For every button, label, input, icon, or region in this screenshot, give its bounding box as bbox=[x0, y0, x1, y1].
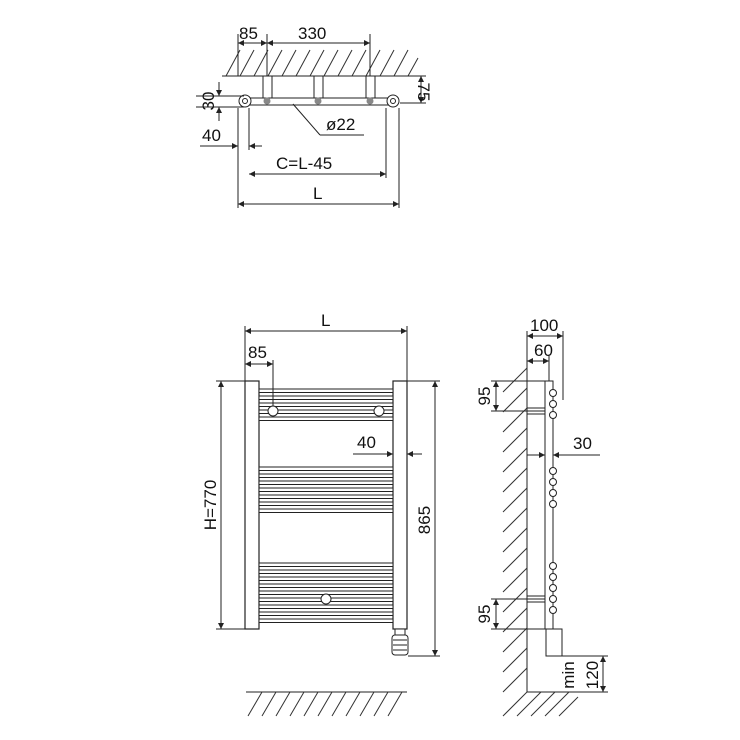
front-bar-group-bottom bbox=[258, 562, 394, 623]
front-bracket-bottom bbox=[320, 593, 332, 605]
side-view: 100 60 95 30 95 min 120 bbox=[475, 316, 608, 717]
top-bracket-middle bbox=[313, 75, 324, 101]
front-dim-40: 40 bbox=[357, 433, 376, 452]
front-collector-right bbox=[392, 380, 408, 630]
top-bracket-clamp-left bbox=[263, 97, 271, 105]
top-view: 85 330 75 30 ø22 40 C=L-45 L bbox=[196, 24, 433, 208]
top-dim-40: 40 bbox=[202, 126, 221, 145]
top-bracket-clamp-right bbox=[366, 97, 374, 105]
front-collector-left bbox=[244, 380, 260, 630]
top-bracket-right bbox=[365, 75, 376, 101]
top-dim-l: L bbox=[313, 184, 322, 203]
front-floor-hatch bbox=[246, 691, 407, 717]
side-dim-120: 120 bbox=[583, 661, 602, 689]
front-bar-group-top bbox=[258, 388, 394, 421]
side-dim-95-bottom: 95 bbox=[475, 605, 494, 624]
top-bracket-clamp-middle bbox=[314, 97, 322, 105]
side-floor-hatch bbox=[502, 691, 579, 717]
side-heating-element bbox=[545, 628, 563, 657]
side-wall-hatch bbox=[502, 367, 528, 693]
side-dim-60: 60 bbox=[534, 341, 553, 360]
front-bracket-left bbox=[267, 405, 279, 417]
front-dim-height: H=770 bbox=[201, 480, 220, 531]
top-dim-75: 75 bbox=[414, 83, 433, 102]
front-heating-element bbox=[391, 628, 409, 656]
side-dim-30: 30 bbox=[573, 434, 592, 453]
side-bar-ends bbox=[549, 389, 557, 614]
front-bar-group-middle bbox=[258, 466, 394, 513]
top-dim-85: 85 bbox=[239, 24, 258, 43]
top-dim-c: C=L-45 bbox=[276, 154, 332, 173]
front-dim-l: L bbox=[321, 311, 330, 330]
front-bracket-right bbox=[373, 405, 385, 417]
top-dim-330: 330 bbox=[298, 24, 326, 43]
top-dim-pipe-diameter: ø22 bbox=[326, 115, 355, 134]
side-dim-100: 100 bbox=[530, 316, 558, 335]
front-view: L 85 40 H=770 865 bbox=[201, 311, 440, 717]
front-dim-865: 865 bbox=[415, 506, 434, 534]
top-wall-hatch bbox=[222, 49, 419, 77]
front-dim-85: 85 bbox=[248, 343, 267, 362]
top-dim-30: 30 bbox=[199, 92, 218, 111]
side-dim-95-top: 95 bbox=[475, 387, 494, 406]
top-bracket-left bbox=[262, 75, 273, 101]
side-dim-min: min bbox=[559, 661, 578, 688]
